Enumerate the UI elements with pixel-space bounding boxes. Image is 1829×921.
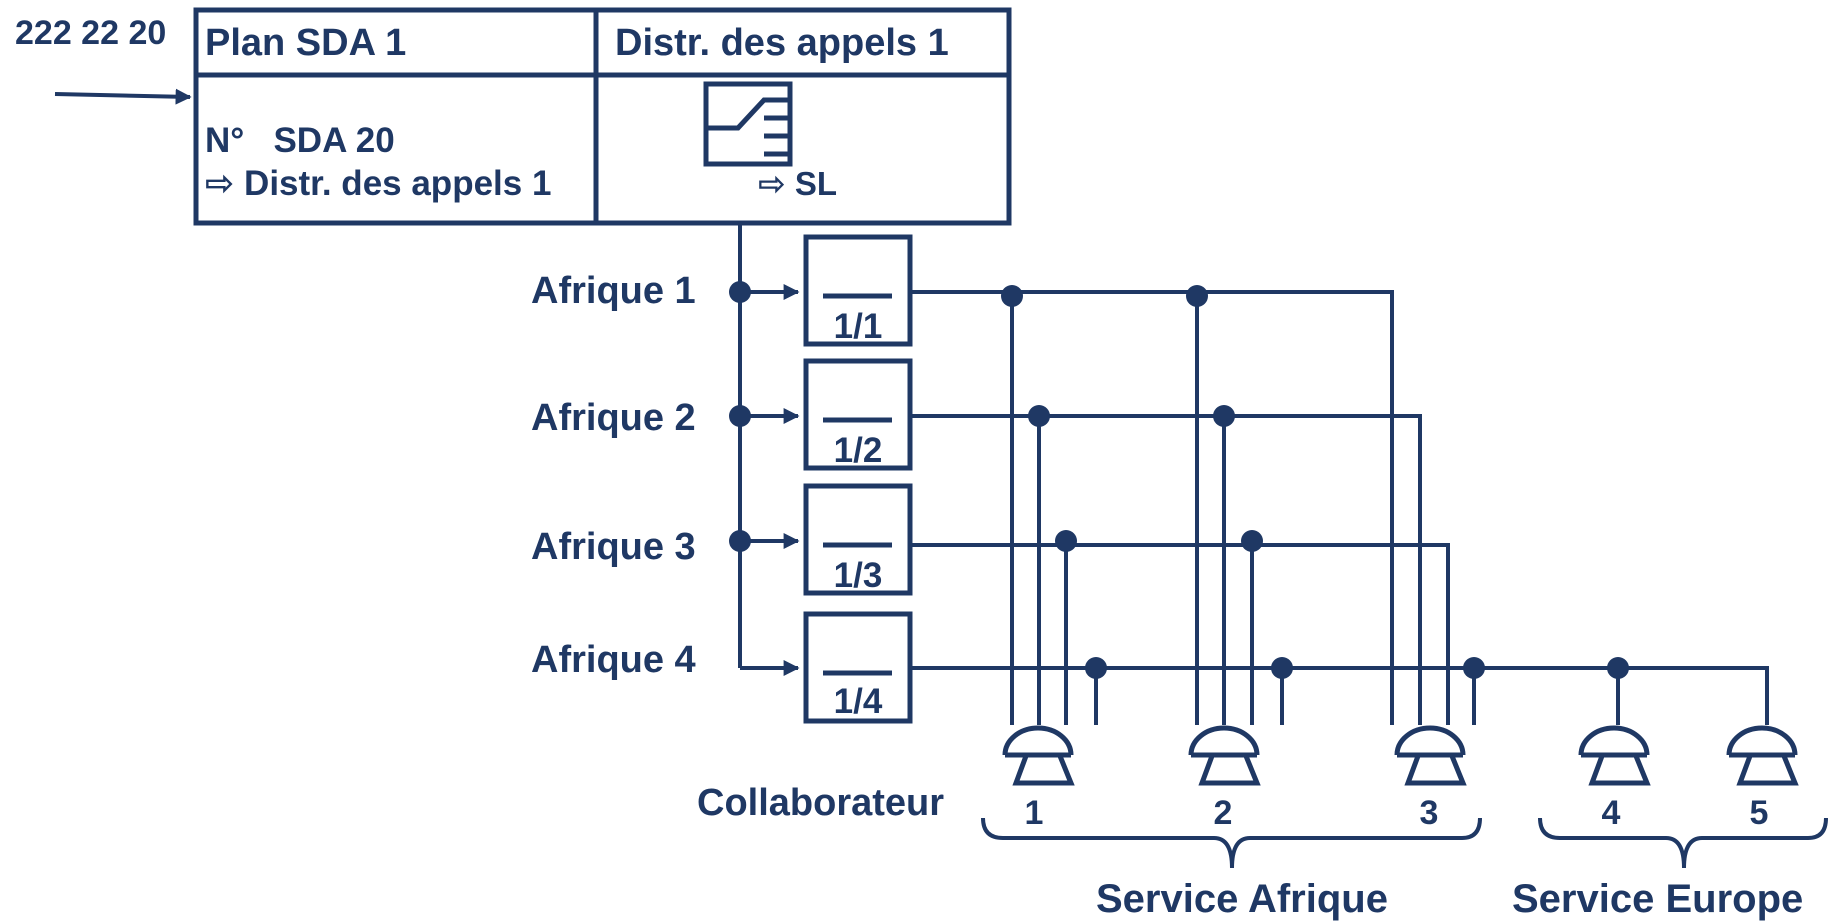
group-row: Afrique 3 1/3 — [531, 483, 913, 596]
collaborateur-label: Collaborateur — [697, 782, 944, 824]
service-label: Service Afrique — [1096, 877, 1388, 921]
group-box — [803, 611, 913, 724]
distribution-title: Distr. des appels 1 — [615, 22, 949, 64]
phone-icon — [1002, 725, 1075, 786]
group-box-label: 1/3 — [834, 556, 883, 595]
group-label: Afrique 4 — [531, 639, 696, 681]
phone-icon — [1578, 725, 1651, 786]
plan-target: ⇨ Distr. des appels 1 — [205, 164, 551, 203]
distribution-box: Distr. des appels 1 ⇨ SL — [196, 7, 1012, 226]
service-europe-brace — [1538, 817, 1828, 869]
phone-3-5-drops — [1463, 657, 1629, 725]
group-label: Afrique 1 — [531, 270, 696, 312]
group-line-3 — [910, 543, 1450, 725]
group-row: Afrique 2 1/2 — [531, 358, 913, 471]
group-row: Afrique 1 1/1 — [531, 234, 913, 347]
phone-icon — [1726, 725, 1799, 786]
group-row: Afrique 4 1/4 — [531, 611, 913, 724]
incoming-arrow — [54, 88, 192, 105]
group-label: Afrique 2 — [531, 397, 696, 439]
group-box-label: 1/4 — [834, 682, 883, 721]
phone-number: 3 — [1420, 794, 1439, 832]
switch-icon — [703, 81, 793, 167]
plan-sda-title: Plan SDA 1 — [205, 22, 406, 64]
group-box-label: 1/1 — [834, 307, 883, 346]
sda-number-label: N° SDA 20 — [205, 121, 395, 160]
phone-number: 5 — [1750, 794, 1769, 832]
service-label: Service Europe — [1512, 877, 1803, 921]
distribution-target: ⇨ SL — [758, 165, 837, 202]
group-box — [803, 483, 913, 596]
group-line-1 — [910, 290, 1394, 725]
phone-number: 2 — [1214, 794, 1233, 832]
phone-1-drops — [1001, 285, 1107, 725]
phone-number: 4 — [1602, 794, 1621, 832]
group-box-label: 1/2 — [834, 431, 883, 470]
group-box — [803, 234, 913, 347]
phone-icon — [1394, 725, 1467, 786]
group-label: Afrique 3 — [531, 526, 696, 568]
phone-icon — [1188, 725, 1261, 786]
group-box — [803, 358, 913, 471]
phone-2-drops — [1186, 285, 1293, 725]
service-afrique-brace — [981, 817, 1482, 869]
group-line-2 — [910, 414, 1422, 725]
phone-number: 1 — [1025, 794, 1044, 832]
number-label: 222 22 20 — [15, 14, 166, 52]
